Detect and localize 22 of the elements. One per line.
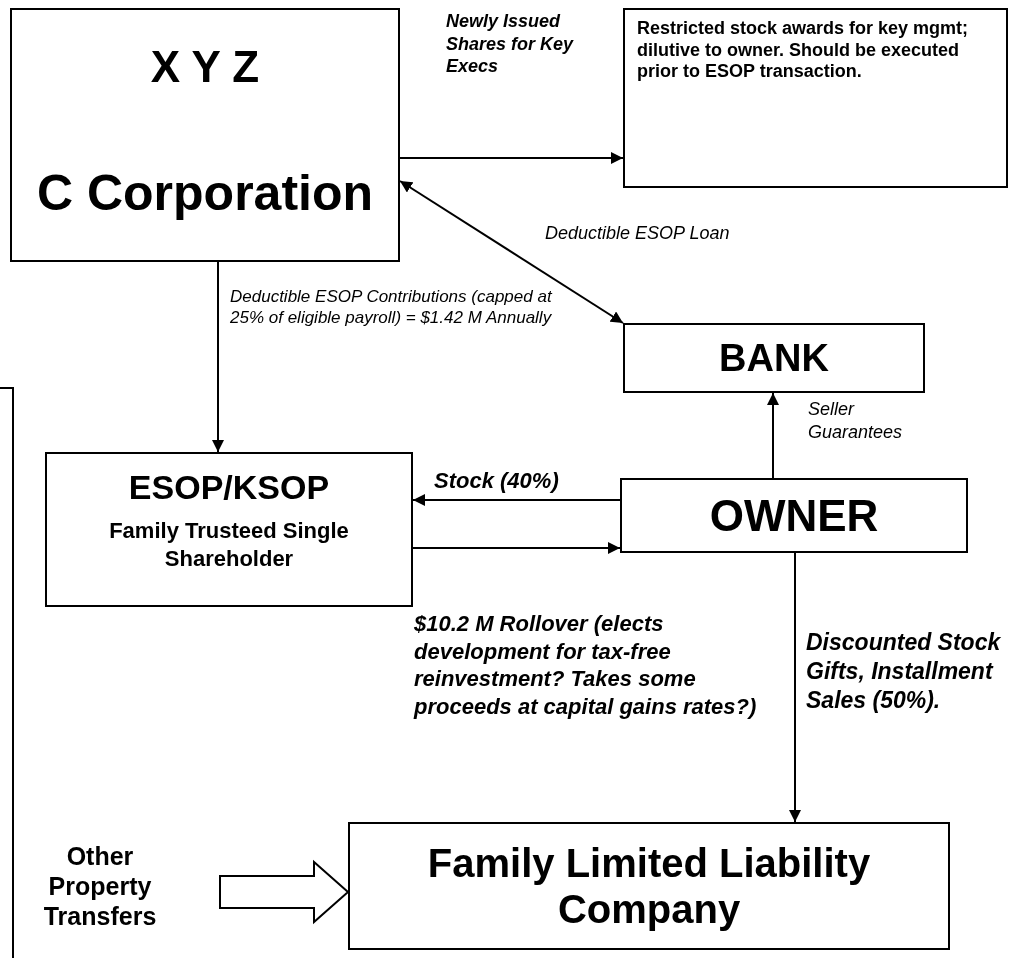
- edge-label: Stock (40%): [434, 467, 560, 495]
- node-label: Other Property Transfers: [30, 818, 170, 954]
- edge-label: Deductible ESOP Loan: [545, 222, 731, 245]
- process-box: BANK: [623, 323, 925, 393]
- process-box: Family Limited Liability Company: [348, 822, 950, 950]
- process-box: OWNER: [620, 478, 968, 553]
- edge-label: Newly Issued Shares for Key Execs: [446, 10, 575, 78]
- arrow: [399, 180, 624, 324]
- arrow: [212, 261, 224, 453]
- arrow: [412, 494, 621, 506]
- arrow: [412, 542, 621, 554]
- arrow: [789, 552, 801, 823]
- arrow: [399, 152, 624, 164]
- edge-label: Deductible ESOP Contributions (capped at 25% of eligible payroll) = $1.42 M Annually: [230, 286, 554, 329]
- process-box: Restricted stock awards for key mgmt; dilutive to owner. Should be executed prior to ESOP transaction.: [623, 8, 1008, 188]
- block-arrow: [219, 859, 350, 925]
- process-box: X Y Z C Corporation: [10, 8, 400, 262]
- arrow: [767, 392, 779, 479]
- edge-label: Seller Guarantees: [808, 398, 904, 443]
- edge-label: Discounted Stock Gifts, Installment Sales (50%).: [806, 628, 1002, 715]
- edge-label: $10.2 M Rollover (elects development for tax-free reinvestment? Takes some proceeds at capital gains rates?): [414, 610, 758, 720]
- process-box: ESOP/KSOP Family Trusteed Single Shareholder: [45, 452, 413, 607]
